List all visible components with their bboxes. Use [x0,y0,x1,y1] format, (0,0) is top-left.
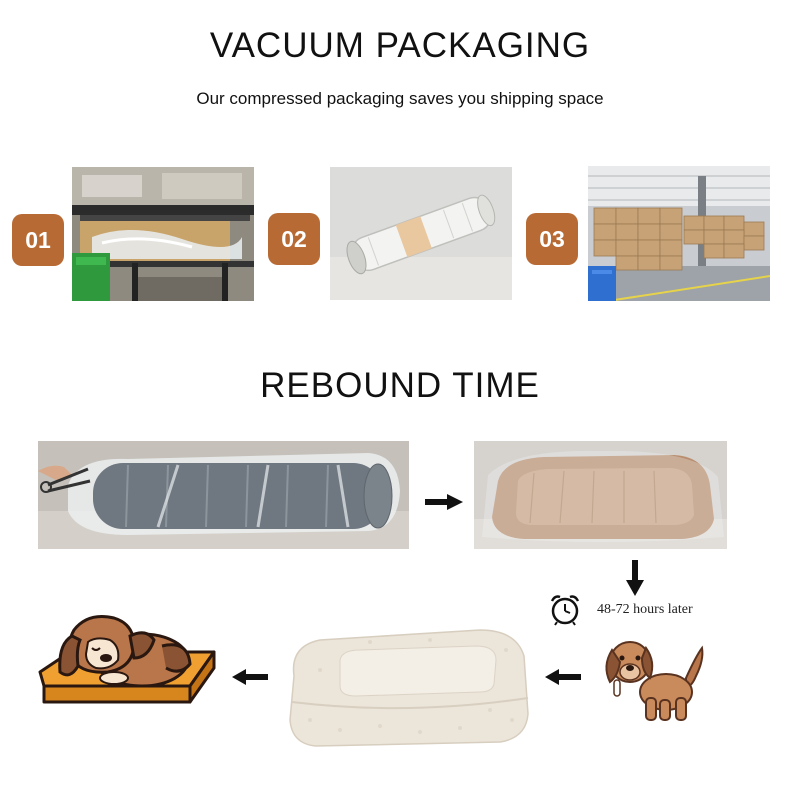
step-badge-02: 02 [268,213,320,265]
step-badge-03: 03 [526,213,578,265]
section-title-rebound: REBOUND TIME [260,366,540,405]
arrow-down-icon [626,560,644,596]
dog-sleeping-icon [30,606,220,721]
step-badge-01: 01 [12,214,64,266]
unrolled-bed-photo [474,441,727,549]
section-subtitle: Our compressed packaging saves you shipp… [196,89,604,108]
dog-standing-icon [600,626,710,731]
scissors-cut-photo [38,441,409,549]
alarm-clock-icon [548,592,582,631]
rebound-time-label: 48-72 hours later [597,602,693,617]
arrow-right-icon [425,494,463,510]
arrow-left-icon-2 [232,669,268,685]
fluffy-bed-photo [280,620,535,750]
section-title-vacuum: VACUUM PACKAGING [209,26,591,65]
arrow-left-icon [545,669,581,685]
rolled-package-photo [330,167,512,300]
packing-machine-photo [72,167,254,301]
warehouse-boxes-photo [588,166,770,301]
